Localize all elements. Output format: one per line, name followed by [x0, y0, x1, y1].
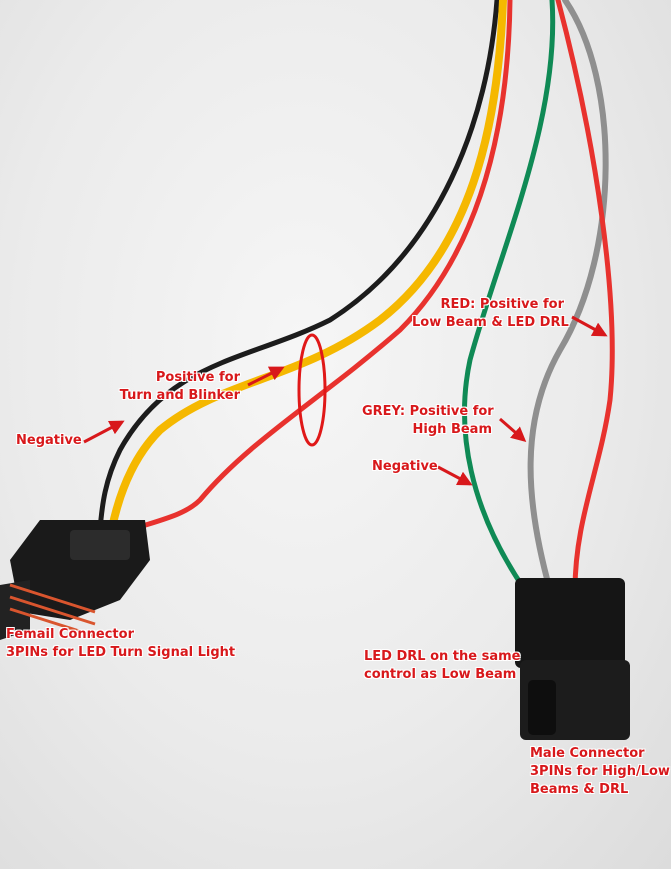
label-grey-wire: GREY: Positive for High Beam — [362, 404, 494, 437]
female-connector — [0, 520, 150, 640]
red-wire-left — [127, 0, 513, 533]
label-positive-turn: Positive for Turn and Blinker — [119, 370, 240, 403]
label-red-wire: RED: Positive for Low Beam & LED DRL — [412, 297, 569, 330]
arrow-red-wire — [571, 315, 608, 337]
label-drl-note: LED DRL on the same control as Low Beam — [364, 649, 521, 682]
label-negative-right: Negative — [372, 459, 438, 474]
black-wire-left — [97, 0, 500, 533]
green-wire — [462, 0, 556, 593]
label-female-connector: Femail Connector 3PINs for LED Turn Sign… — [6, 627, 236, 660]
label-negative-left: Negative — [16, 433, 82, 448]
arrow-negative-left — [83, 420, 125, 444]
label-male-connector: Male Connector 3PINs for High/Low Beams … — [530, 746, 670, 797]
yellow-wire-left — [108, 0, 507, 532]
male-connector — [515, 578, 630, 740]
callout-ellipse — [297, 333, 327, 447]
arrow-grey-wire — [499, 417, 527, 442]
red-wire-right — [555, 0, 615, 593]
arrow-positive-turn — [247, 366, 285, 387]
grey-wire — [527, 0, 609, 593]
arrow-negative-right — [437, 465, 473, 486]
